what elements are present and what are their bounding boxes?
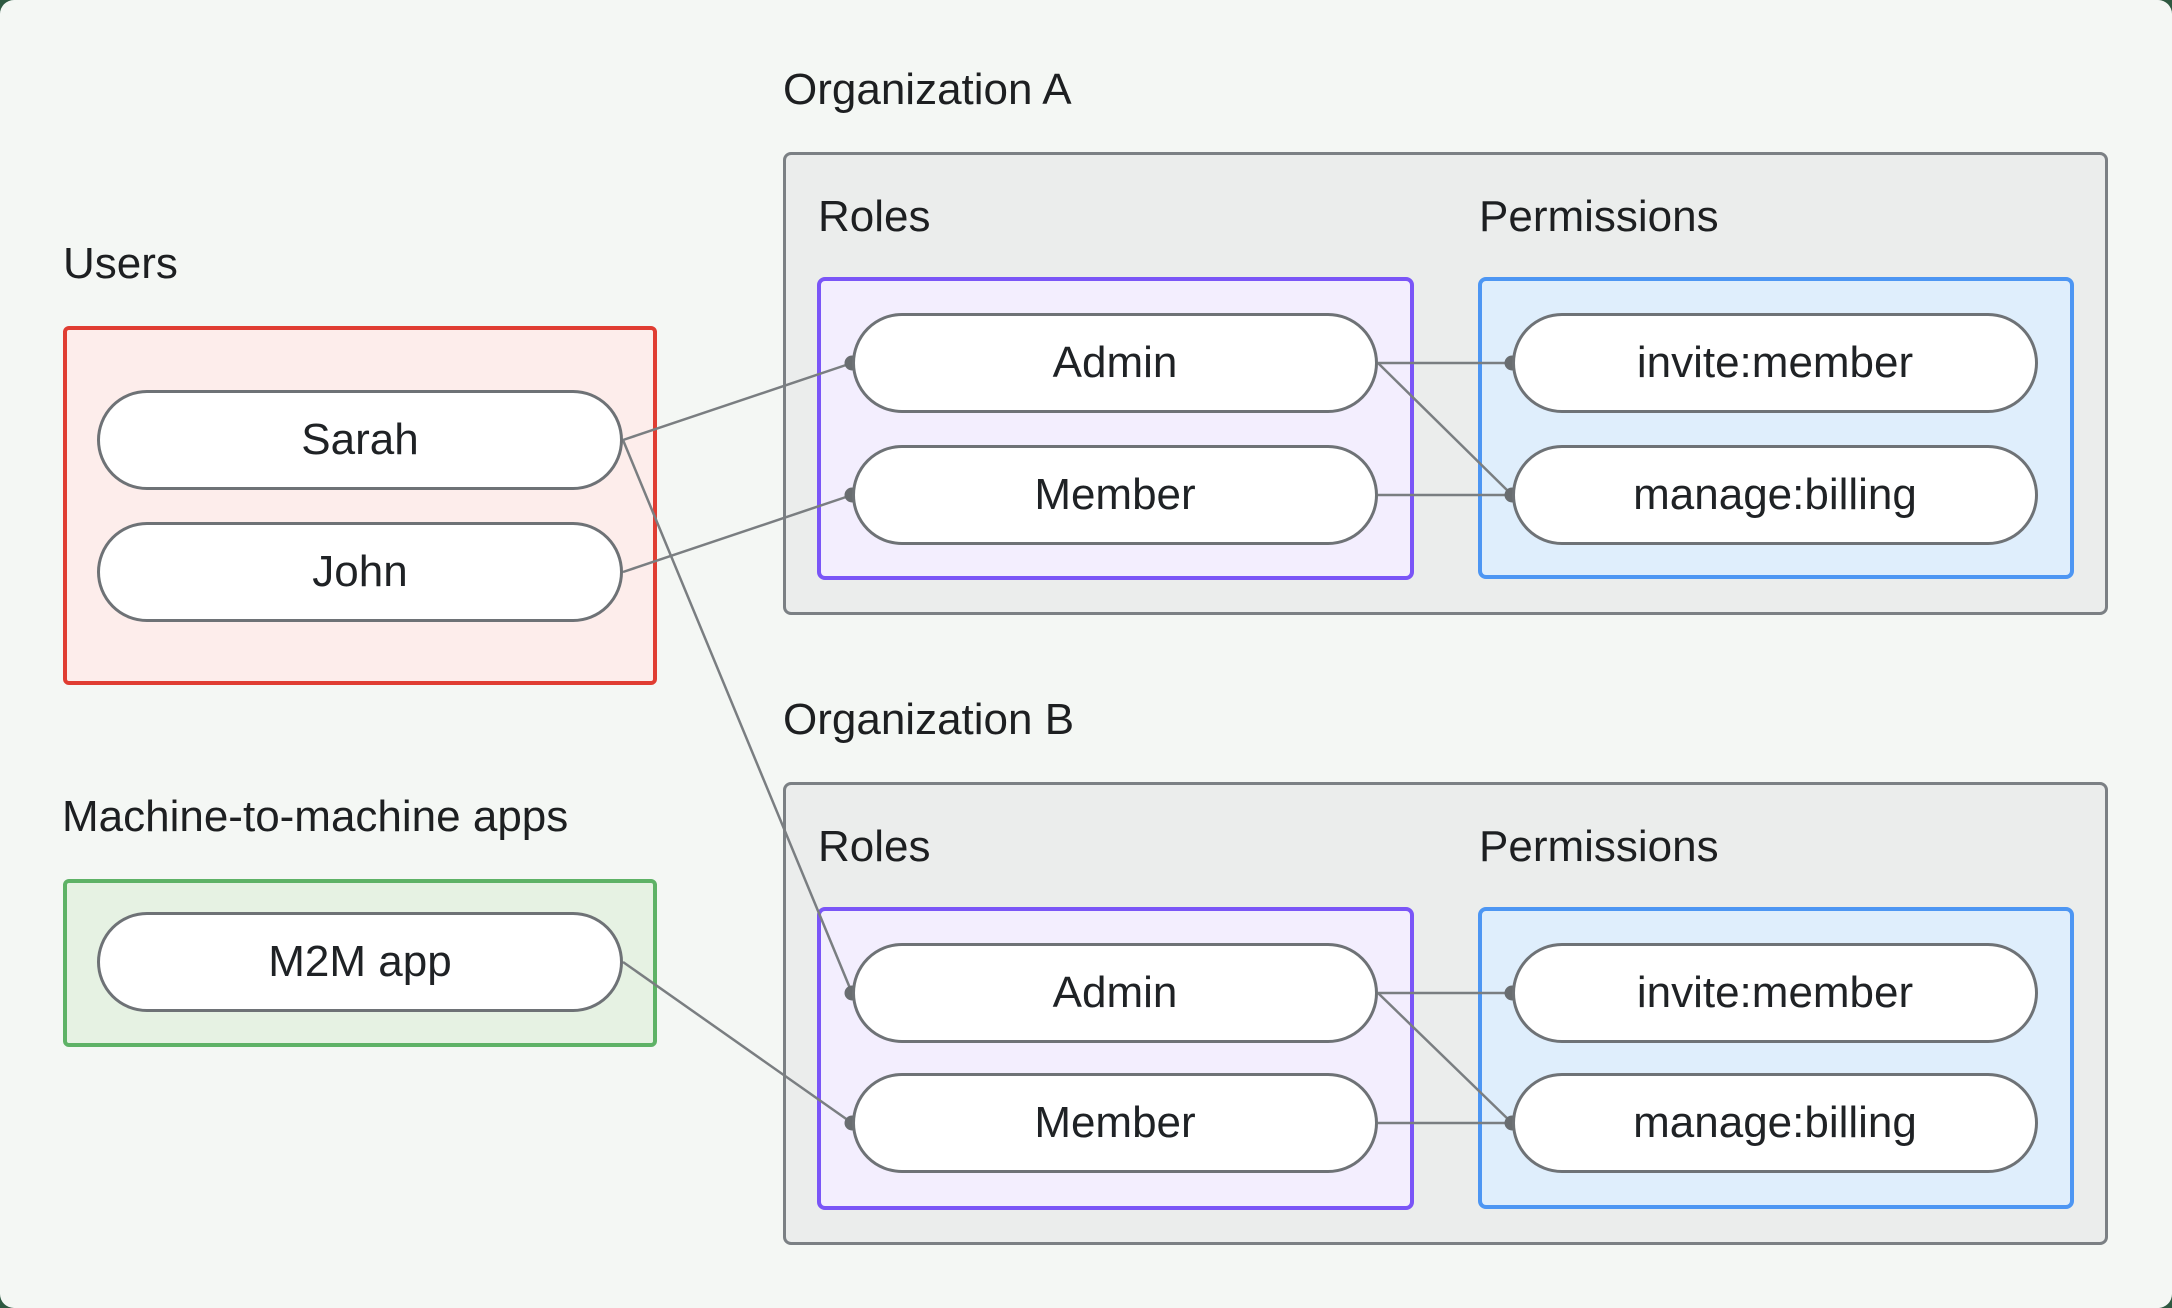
org-b-permissions-label: Permissions [1479, 822, 1719, 871]
m2m-app-pill: M2M app [97, 912, 623, 1012]
permission-pill: invite:member [1512, 943, 2038, 1043]
user-pill: Sarah [97, 390, 623, 490]
permission-pill: manage:billing [1512, 445, 2038, 545]
user-pill: John [97, 522, 623, 622]
permission-pill: manage:billing [1512, 1073, 2038, 1173]
role-pill: Member [852, 1073, 1378, 1173]
permission-pill: invite:member [1512, 313, 2038, 413]
m2m-section-label: Machine-to-machine apps [62, 792, 569, 841]
role-pill: Admin [852, 943, 1378, 1043]
org-a-label: Organization A [783, 65, 1072, 114]
org-a-permissions-label: Permissions [1479, 192, 1719, 241]
org-a-roles-label: Roles [818, 192, 931, 241]
org-b-roles-label: Roles [818, 822, 931, 871]
users-group-box [63, 326, 657, 685]
users-section-label: Users [63, 239, 178, 288]
role-pill: Admin [852, 313, 1378, 413]
org-b-label: Organization B [783, 695, 1075, 744]
role-pill: Member [852, 445, 1378, 545]
